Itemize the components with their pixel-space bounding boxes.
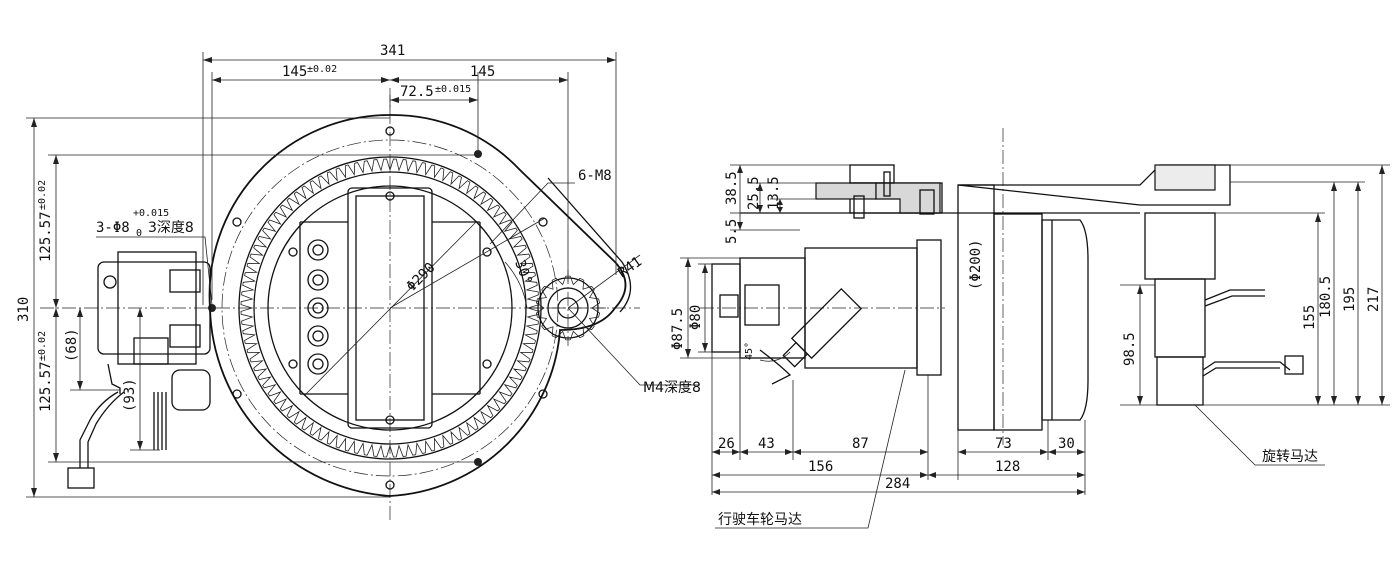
dim-98-5: 98.5 bbox=[1122, 332, 1138, 366]
hole3-label: 3-Φ8 bbox=[96, 220, 130, 236]
drive-motor-leader bbox=[715, 369, 906, 529]
dim-145-right: 145 bbox=[470, 64, 495, 80]
dim-125-57-bottom-tol: ±0.02 bbox=[37, 331, 48, 361]
wheel-body bbox=[993, 213, 1043, 431]
dim-128: 128 bbox=[995, 459, 1020, 475]
dim-145-left-tol: ±0.02 bbox=[307, 64, 337, 75]
r41-label: R41 bbox=[615, 254, 645, 282]
dim-341: 341 bbox=[380, 43, 405, 59]
dim-72-5-tol: ±0.015 bbox=[435, 84, 471, 95]
housing-flanges bbox=[300, 221, 480, 395]
dim-72-5: 72.5 bbox=[400, 84, 434, 100]
rotation-motor-top bbox=[1144, 212, 1216, 280]
housing-bosses bbox=[307, 239, 329, 375]
top-bracket-section bbox=[815, 182, 877, 200]
dim-284: 284 bbox=[885, 476, 910, 492]
dim-5-5: 5.5 bbox=[724, 219, 740, 244]
dim-180-5: 180.5 bbox=[1318, 276, 1334, 318]
side-drive-motor bbox=[67, 251, 211, 489]
drive-motor-label: 行驶车轮马达 bbox=[718, 511, 802, 528]
top-view bbox=[26, 52, 700, 520]
slewing-plate-boss bbox=[1154, 164, 1216, 191]
top-bolt bbox=[883, 171, 891, 197]
hole3-tol-top: +0.015 bbox=[133, 208, 169, 219]
dim-68: (68) bbox=[64, 328, 80, 362]
dim-87-5: Φ87.5 bbox=[670, 308, 686, 350]
rotation-motor-body bbox=[1154, 278, 1206, 358]
m8-leader bbox=[489, 182, 575, 245]
rotation-motor-leader bbox=[1194, 404, 1325, 466]
dim-38-5: 38.5 bbox=[724, 171, 740, 205]
top-extension-lines bbox=[202, 52, 617, 305]
angle-30-ray bbox=[389, 217, 546, 309]
top-bolt-2 bbox=[919, 189, 935, 215]
dim-145-left: 145 bbox=[282, 64, 307, 80]
angle-30-arc bbox=[504, 261, 528, 309]
dim-217: 217 bbox=[1366, 287, 1382, 312]
ring-gear-teeth bbox=[240, 158, 540, 458]
wheel-housing bbox=[347, 187, 433, 429]
dim-93: (93) bbox=[122, 378, 138, 412]
rotation-motor-base bbox=[1156, 356, 1204, 406]
drive-motor-connector bbox=[782, 287, 863, 368]
m4-leader bbox=[567, 307, 700, 386]
side-view bbox=[680, 128, 1390, 529]
dim-73: 73 bbox=[995, 436, 1012, 452]
dim-43: 43 bbox=[758, 436, 775, 452]
angle-45-arc bbox=[759, 351, 791, 362]
dimension-texts: 341 145 ±0.02 145 72.5 ±0.015 310 125.57… bbox=[16, 43, 1382, 528]
rotation-motor-label: 旋转马达 bbox=[1262, 449, 1318, 465]
m8-holes bbox=[288, 191, 492, 425]
hole3-depth: 3深度8 bbox=[148, 220, 194, 236]
top-bolt-3 bbox=[853, 195, 865, 219]
angle-30: 30° bbox=[511, 258, 535, 287]
rotation-motor-connector bbox=[1284, 355, 1304, 375]
base-plate-outline bbox=[208, 114, 627, 497]
dim-30: 30 bbox=[1058, 436, 1075, 452]
top-bracket-cap bbox=[849, 164, 895, 184]
dim-155: 155 bbox=[1302, 305, 1318, 330]
wheel-flange bbox=[957, 184, 995, 431]
top-bracket-section-2 bbox=[875, 182, 941, 214]
dim-125-57-top: 125.57 bbox=[38, 211, 54, 262]
dim-195: 195 bbox=[1342, 287, 1358, 312]
dim-310: 310 bbox=[16, 297, 32, 322]
dim-125-57-top-tol: ±0.02 bbox=[37, 180, 48, 210]
r41-leader bbox=[567, 254, 641, 309]
inner-bore bbox=[267, 185, 513, 431]
angle-45: 45° bbox=[744, 342, 755, 360]
rotation-motor-cable-2 bbox=[1202, 361, 1291, 377]
left-extension-lines bbox=[26, 117, 478, 498]
wheel-tyre bbox=[1041, 219, 1089, 421]
drive-motor-plate bbox=[744, 284, 780, 326]
side-bottom-extension-lines bbox=[711, 352, 1086, 495]
housing-sides bbox=[299, 222, 481, 394]
dim-25-5: 25.5 bbox=[746, 176, 762, 210]
drive-motor-flange bbox=[916, 239, 942, 376]
dim-200: (Φ200) bbox=[968, 239, 984, 290]
ring-gear-root bbox=[253, 171, 527, 445]
rotation-motor-cable bbox=[1204, 289, 1265, 307]
m8-label: 6-M8 bbox=[578, 168, 612, 184]
hole3-leader bbox=[96, 236, 213, 306]
dim-87: 87 bbox=[852, 436, 869, 452]
dim-125-57-bottom: 125.57 bbox=[38, 361, 54, 412]
d290-line bbox=[304, 221, 477, 396]
hole3-tol-bottom: 0 bbox=[136, 228, 142, 239]
dim-26: 26 bbox=[718, 436, 735, 452]
drive-motor-cap bbox=[719, 294, 739, 318]
drive-motor-cable bbox=[759, 349, 792, 385]
base-plate-lobe bbox=[547, 177, 632, 313]
m4-label: M4深度8 bbox=[643, 380, 701, 396]
dim-13-5: 13.5 bbox=[766, 176, 782, 210]
dim-80: Φ80 bbox=[688, 305, 704, 330]
dim-156: 156 bbox=[808, 459, 833, 475]
side-top-extension-lines bbox=[680, 164, 1390, 406]
gear-teeth-path bbox=[240, 158, 540, 458]
wheel-housing-inner bbox=[355, 195, 425, 421]
